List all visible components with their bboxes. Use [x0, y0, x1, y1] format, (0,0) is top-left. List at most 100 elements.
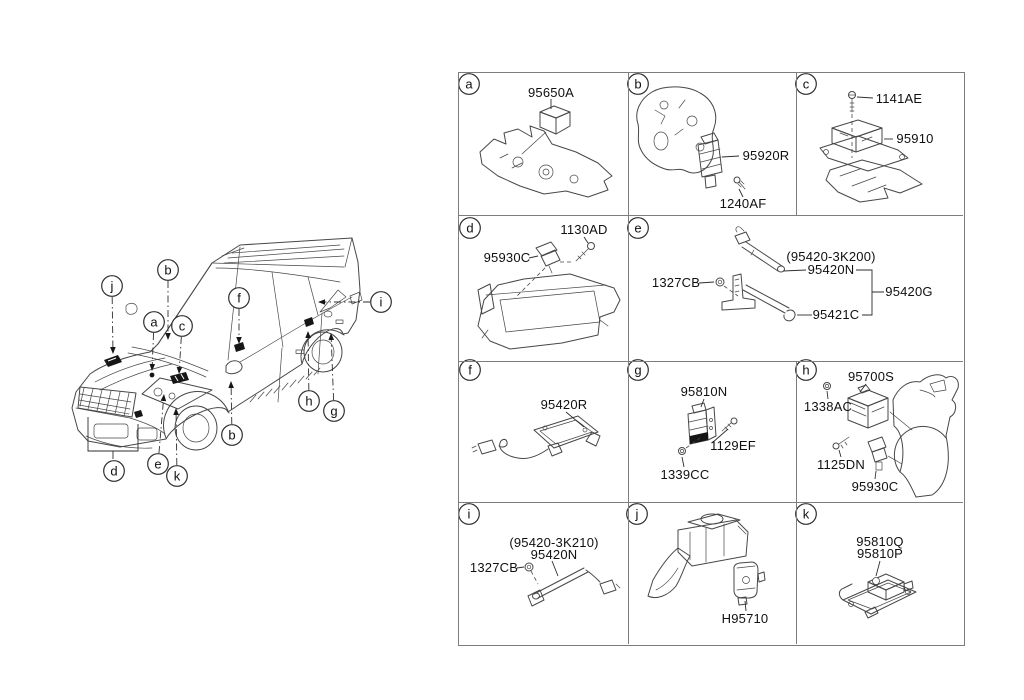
hood-sensor-marker — [104, 355, 122, 367]
svg-text:i: i — [468, 506, 471, 521]
vehicle-callout-i: i — [370, 291, 392, 313]
pillar-marker — [304, 317, 314, 327]
panel-i-illustration — [516, 560, 621, 607]
grid-line — [796, 361, 797, 644]
vehicle-callout-b: b — [157, 259, 179, 281]
svg-text:e: e — [634, 220, 641, 235]
svg-text:h: h — [802, 362, 809, 377]
leader-arrowhead — [305, 331, 311, 339]
cowl-module-marker — [170, 372, 189, 384]
part-number-label: 95420R — [540, 397, 588, 413]
leader-arrowhead — [176, 366, 183, 374]
part-number-label: 95421C — [812, 307, 860, 323]
part-number-label: 95810Q — [856, 534, 904, 550]
panel-c-illustration — [819, 91, 923, 203]
part-number-label: 95810P — [856, 546, 904, 562]
vehicle-illustration — [71, 237, 363, 459]
panel-letter-h: h — [795, 359, 817, 381]
callout-d-bracket — [87, 417, 139, 459]
part-number-label: 1240AF — [719, 196, 767, 212]
svg-text:g: g — [330, 403, 337, 418]
panel-b-illustration — [636, 86, 746, 198]
panel-letter-d: d — [459, 217, 481, 239]
grid-line — [458, 361, 963, 362]
panel-e-illustration — [698, 226, 884, 322]
part-number-label: 95420N — [530, 547, 578, 563]
svg-text:c: c — [803, 76, 810, 91]
part-number-label: 1327CB — [469, 560, 519, 576]
svg-text:i: i — [380, 294, 383, 309]
part-number-label: 1130AD — [560, 222, 608, 238]
svg-text:a: a — [465, 76, 473, 91]
part-number-label: 95810N — [680, 384, 728, 400]
vehicle-callout-d: d — [103, 460, 125, 482]
panel-grid-border — [458, 72, 965, 646]
panel-a-illustration — [479, 99, 613, 198]
panel-letter-j: j — [626, 503, 648, 525]
grid-line — [458, 502, 963, 503]
panel-k-illustration — [838, 560, 917, 619]
panel-letter-b: b — [627, 73, 649, 95]
vehicle-callout-j: j — [101, 275, 123, 297]
bumper-marker — [134, 410, 143, 418]
svg-text:b: b — [228, 427, 235, 442]
svg-text:j: j — [635, 506, 639, 521]
leader-arrowhead — [165, 333, 171, 340]
part-number-label: 1327CB — [651, 275, 701, 291]
part-number-label: (95420-3K200) — [786, 249, 876, 265]
vehicle-callout-b: b — [221, 424, 243, 446]
panel-f-illustration — [471, 411, 601, 459]
leader-arrowhead — [228, 381, 234, 389]
panel-g-illustration — [678, 398, 738, 468]
vehicle-callout-g: g — [323, 400, 345, 422]
grid-line — [628, 72, 629, 644]
vehicle-callout-f: f — [228, 287, 250, 309]
vehicle-callout-c: c — [171, 315, 193, 337]
part-number-label: 1125DN — [817, 457, 865, 473]
part-number-label: 1129EF — [710, 438, 756, 454]
part-number-label: 95910 — [896, 131, 934, 147]
part-number-label: 95700S — [847, 369, 895, 385]
part-number-label: 1339CC — [660, 467, 710, 483]
svg-text:j: j — [110, 278, 114, 293]
panel-letter-g: g — [627, 359, 649, 381]
panel-letter-c: c — [795, 73, 817, 95]
vehicle-callout-h: h — [298, 390, 320, 412]
vehicle-callout-a: a — [143, 311, 165, 333]
svg-text:k: k — [174, 468, 181, 483]
panel-letter-a: a — [458, 73, 480, 95]
part-number-label: 95930C — [851, 479, 899, 495]
part-number-label: H95710 — [721, 611, 769, 627]
panel-h-illustration — [823, 374, 959, 498]
vehicle-callout-e: e — [147, 453, 169, 475]
panel-j-illustration — [647, 513, 766, 612]
grid-line — [458, 215, 963, 216]
svg-text:k: k — [803, 506, 810, 521]
part-number-label: 95420N — [807, 262, 855, 278]
part-number-label: 95420G — [885, 284, 933, 300]
grid-line — [796, 72, 797, 215]
console-bracket-marker — [234, 342, 245, 352]
svg-text:f: f — [237, 290, 241, 305]
part-number-label: 95920R — [742, 148, 790, 164]
svg-text:c: c — [179, 318, 186, 333]
svg-text:b: b — [164, 262, 171, 277]
panel-letter-f: f — [459, 359, 481, 381]
leader-arrowhead — [173, 408, 179, 416]
leader-arrowhead — [236, 337, 242, 344]
svg-text:g: g — [634, 362, 641, 377]
svg-text:b: b — [634, 76, 641, 91]
part-number-label: 1141AE — [875, 91, 923, 107]
panel-d-illustration — [477, 236, 621, 350]
part-number-label: (95420-3K210) — [509, 535, 599, 551]
part-number-label: 1338AC — [803, 399, 853, 415]
svg-text:a: a — [150, 314, 158, 329]
panel-letter-e: e — [627, 217, 649, 239]
cowl-dot-marker — [149, 372, 155, 378]
leader-arrowhead — [160, 394, 167, 402]
svg-text:d: d — [110, 463, 117, 478]
svg-text:d: d — [466, 220, 473, 235]
leader-arrowhead — [110, 346, 116, 354]
